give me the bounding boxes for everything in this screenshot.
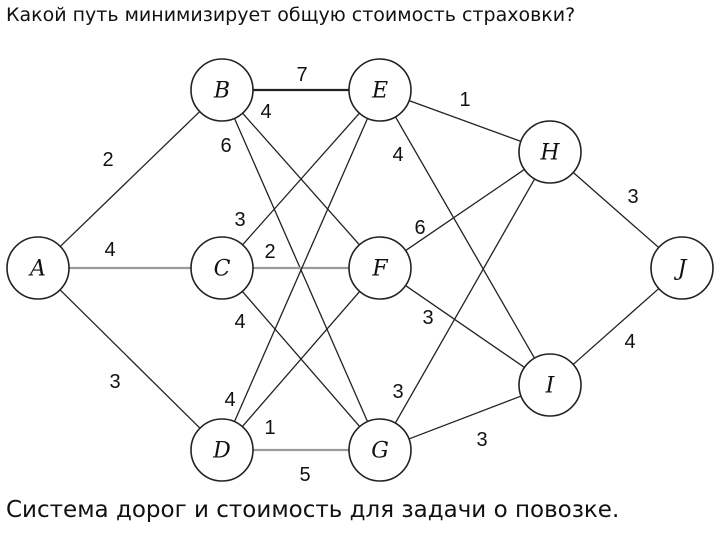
node-circle bbox=[348, 58, 412, 122]
node-label: G bbox=[371, 439, 389, 464]
node-a: A bbox=[6, 236, 70, 300]
node-circle bbox=[518, 120, 582, 184]
edge-e-i bbox=[394, 116, 536, 359]
node-h: H bbox=[518, 120, 582, 184]
node-circle bbox=[6, 236, 70, 300]
edge-g-i bbox=[408, 395, 522, 440]
edge-a-b bbox=[59, 111, 201, 247]
node-c: C bbox=[190, 236, 254, 300]
node-f: F bbox=[348, 236, 412, 300]
edge-e-h bbox=[408, 100, 522, 142]
edge-f-i bbox=[405, 285, 525, 368]
node-label: E bbox=[371, 79, 388, 104]
weight-d-e: 4 bbox=[224, 389, 235, 411]
weight-f-h: 6 bbox=[414, 217, 425, 239]
weight-d-g: 5 bbox=[299, 464, 310, 486]
page-title: Какой путь минимизирует общую стоимость … bbox=[6, 4, 576, 26]
weight-d-f: 1 bbox=[264, 417, 275, 439]
node-circle bbox=[348, 236, 412, 300]
node-circle bbox=[190, 418, 254, 482]
weight-a-b: 2 bbox=[102, 149, 113, 171]
node-label: H bbox=[539, 141, 560, 166]
weight-b-g: 6 bbox=[220, 135, 231, 157]
node-circle bbox=[348, 418, 412, 482]
edge-g-h bbox=[394, 178, 536, 424]
weight-c-f: 2 bbox=[264, 241, 275, 263]
weight-b-e: 7 bbox=[296, 64, 307, 86]
node-label: A bbox=[28, 257, 46, 282]
edge-i-j bbox=[572, 288, 660, 365]
weight-i-j: 4 bbox=[624, 331, 635, 353]
weight-e-h: 1 bbox=[459, 89, 470, 111]
weight-a-c: 4 bbox=[104, 239, 115, 261]
node-label: D bbox=[212, 439, 231, 464]
nodes-layer: A B C D E F G H I J bbox=[6, 58, 714, 482]
node-label: F bbox=[371, 257, 388, 282]
node-label: I bbox=[545, 374, 556, 399]
node-b: B bbox=[190, 58, 254, 122]
weight-a-d: 3 bbox=[109, 371, 120, 393]
node-circle bbox=[190, 58, 254, 122]
node-j: J bbox=[650, 236, 714, 300]
node-circle bbox=[650, 236, 714, 300]
figure-caption: Система дорог и стоимость для задачи о п… bbox=[6, 497, 620, 523]
node-circle bbox=[518, 353, 582, 417]
node-e: E bbox=[348, 58, 412, 122]
node-i: I bbox=[518, 353, 582, 417]
edge-d-f bbox=[241, 290, 361, 428]
weight-f-i: 3 bbox=[422, 307, 433, 329]
edge-d-e bbox=[233, 118, 369, 422]
weight-h-j: 3 bbox=[627, 186, 638, 208]
weight-c-e: 3 bbox=[234, 209, 245, 231]
node-label: C bbox=[214, 257, 231, 282]
edge-h-j bbox=[572, 171, 660, 249]
weight-c-g: 4 bbox=[234, 311, 245, 333]
node-circle bbox=[190, 236, 254, 300]
weight-b-f: 4 bbox=[260, 101, 271, 123]
edges-layer bbox=[59, 88, 660, 452]
weight-g-h: 3 bbox=[392, 381, 403, 403]
node-label: J bbox=[674, 257, 688, 282]
node-d: D bbox=[190, 418, 254, 482]
weight-e-i: 4 bbox=[392, 144, 403, 166]
node-label: B bbox=[213, 79, 230, 104]
edge-f-h bbox=[405, 168, 525, 252]
edge-c-e bbox=[242, 112, 360, 246]
weight-g-i: 3 bbox=[476, 429, 487, 451]
node-g: G bbox=[348, 418, 412, 482]
edge-a-d bbox=[59, 289, 201, 429]
